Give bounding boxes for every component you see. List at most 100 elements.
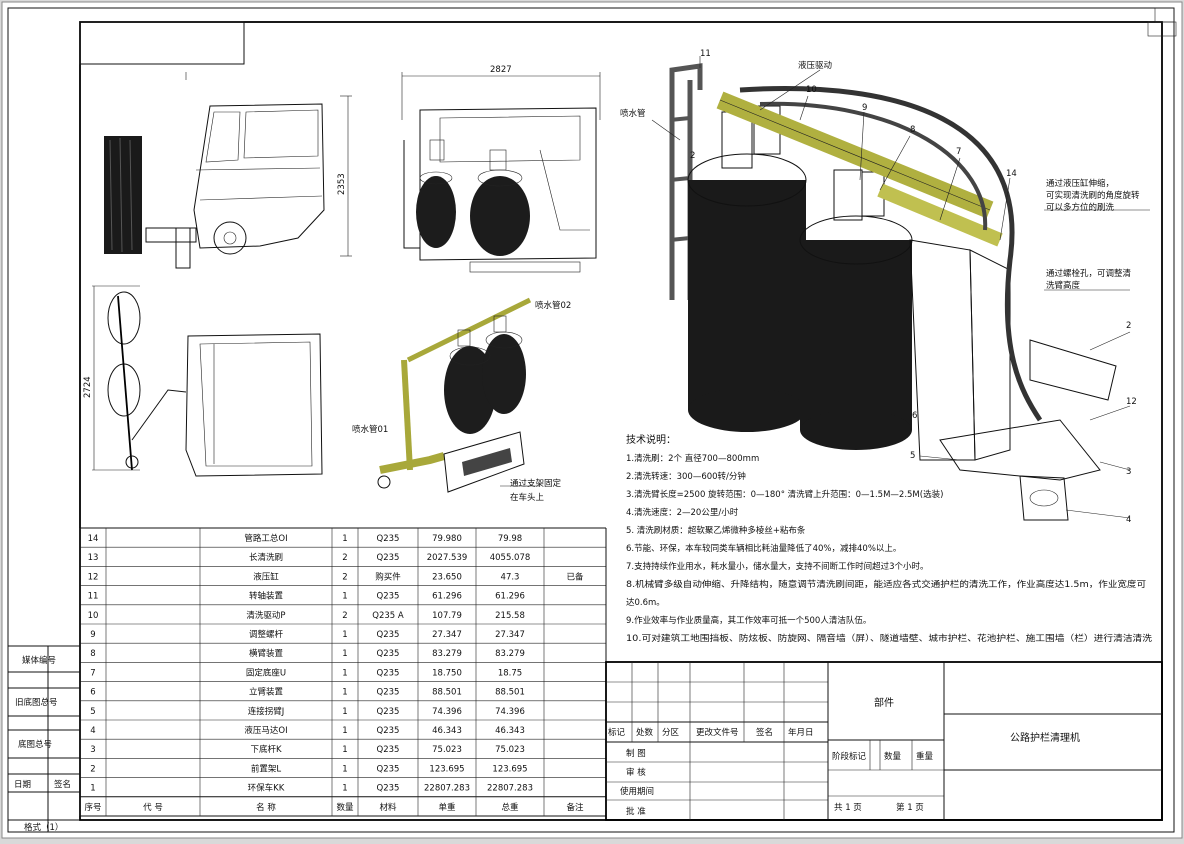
dim-2827: 2827 <box>490 65 512 75</box>
bom-cell: 1 <box>342 592 347 602</box>
bom-cell: 88.501 <box>432 688 462 698</box>
bom-cell: 1 <box>342 726 347 736</box>
bom-cell: 调整螺杆 <box>249 629 284 640</box>
rev-date: 年月日 <box>788 727 814 738</box>
bom-cell: Q235 <box>377 668 400 678</box>
bom-cell: 11 <box>88 592 99 602</box>
callout-hydraulic-drive: 液压驱动 <box>798 60 833 71</box>
sheet-total: 共 1 页 <box>834 803 862 813</box>
bom-cell: 1 <box>90 784 95 794</box>
callout-mount-line2: 在车头上 <box>510 492 545 503</box>
weight-label: 重量 <box>916 751 934 762</box>
bom-cell: 1 <box>342 707 347 717</box>
rev-mark: 标记 <box>608 727 626 738</box>
bom-cell: 2 <box>342 553 347 563</box>
bom-header-cell: 总重 <box>501 802 519 813</box>
bom-cell: Q235 <box>377 534 400 544</box>
bom-cell: 6 <box>90 688 95 698</box>
bom-cell: 75.023 <box>432 745 462 755</box>
tech-notes: 技术说明： 1.清洗刷：2个 直径700—800mm 2.清洗转速：300—60… <box>626 433 1153 644</box>
bom-cell: 79.980 <box>432 534 462 544</box>
bom-cell: 61.296 <box>495 592 525 602</box>
callout-spray-pipe: 喷水管 <box>620 108 646 119</box>
rotate-note-2: 可实现清洗刷的角度旋转 <box>1046 190 1140 201</box>
bom-cell: 18.75 <box>498 668 522 678</box>
side-old-total: 旧底图总号 <box>15 697 58 708</box>
num-4: 4 <box>1126 515 1131 525</box>
bolt-note-2: 洗臂高度 <box>1046 280 1081 291</box>
part-label: 部件 <box>874 696 894 709</box>
bom-cell: 27.347 <box>432 630 462 640</box>
bom-header-cell: 名 称 <box>256 802 276 813</box>
bom-cell: Q235 A <box>372 611 404 621</box>
bom-cell: Q235 <box>377 784 400 794</box>
bom-cell: 215.58 <box>495 611 525 621</box>
bom-cell: 连接拐臂J <box>248 706 285 717</box>
bom-cell: Q235 <box>377 688 400 698</box>
bom-header-cell: 材料 <box>379 802 397 813</box>
num-12: 12 <box>1126 397 1137 407</box>
bom-cell: 横臂装置 <box>249 648 284 659</box>
callout-mount-line1: 通过支架固定 <box>510 478 562 489</box>
bom-cell: 管路工总OI <box>244 533 287 544</box>
bom-cell: 22807.283 <box>487 784 533 794</box>
bom-cell: 转轴装置 <box>249 591 284 602</box>
bom-cell: 清洗驱动P <box>246 610 285 621</box>
bom-cell: 已备 <box>566 571 584 582</box>
num-6: 6 <box>912 411 917 421</box>
bom-cell: Q235 <box>377 726 400 736</box>
role-check: 审 核 <box>626 767 646 778</box>
bom-cell: 9 <box>90 630 95 640</box>
bom-header-cell: 数量 <box>336 802 354 813</box>
side-sign: 签名 <box>54 779 71 790</box>
side-date: 日期 <box>14 780 31 790</box>
bom-cell: 14 <box>88 534 99 544</box>
bom-cell: 27.347 <box>495 630 525 640</box>
bom-cell: 1 <box>342 649 347 659</box>
bom-cell: 12 <box>88 572 99 582</box>
tech-line-3: 3.清洗臂长度=2500 旋转范围：0—180° 清洗臂上升范围：0—1.5M—… <box>626 489 943 500</box>
role-period: 使用期间 <box>620 786 654 797</box>
role-approve: 批 准 <box>626 806 646 817</box>
num-7: 7 <box>956 147 961 157</box>
bom-cell: 10 <box>88 611 99 621</box>
num-10: 10 <box>806 85 817 95</box>
side-strip: 媒体编号 旧底图总号 底图总号 日期 签名 <box>8 645 80 832</box>
truck-top-view: 2724 <box>83 285 323 477</box>
side-media-no: 媒体编号 <box>22 655 56 666</box>
bom-cell: 1 <box>342 630 347 640</box>
bom-cell: 61.296 <box>432 592 462 602</box>
rev-zone: 分区 <box>662 728 680 738</box>
rotate-note-3: 可以多方位的刷洗 <box>1046 202 1115 213</box>
bom-cell: Q235 <box>377 630 400 640</box>
side-base-total: 底图总号 <box>18 739 52 750</box>
tech-line-8: 8.机械臂多级自动伸缩、升降结构，随意调节清洗刷间距，能适应各式交通护栏的清洗工… <box>626 579 1147 590</box>
truck-rear-view: 2827 <box>401 65 601 273</box>
rev-count: 处数 <box>636 727 654 738</box>
bom-cell: 123.695 <box>492 764 527 774</box>
small-iso-view <box>377 297 540 493</box>
bom-cell: 74.396 <box>495 707 525 717</box>
qty-label: 数量 <box>884 751 902 762</box>
num-11: 11 <box>700 49 711 59</box>
bom-cell: 固定底座U <box>246 667 286 678</box>
sheet-no: 第 1 页 <box>896 802 924 813</box>
tech-line-4: 4.清洗速度：2—20公里/小时 <box>626 507 739 518</box>
tech-line-7: 7.支持持续作业用水，耗水量小，储水量大，支持不间断工作时间超过3个小时。 <box>626 561 929 572</box>
bom-cell: 13 <box>88 553 99 563</box>
bom-header-cell: 单重 <box>438 802 456 813</box>
rev-sign: 签名 <box>756 727 773 738</box>
dim-2724: 2724 <box>83 376 93 398</box>
bom-header-cell: 代 号 <box>143 802 163 813</box>
tech-line-10: 10.可对建筑工地围挡板、防炫板、防旋网、隔音墙（屏）、隧道墙壁、城市护栏、花池… <box>626 633 1153 644</box>
bom-cell: 47.3 <box>501 572 520 582</box>
bom-cell: Q235 <box>377 553 400 563</box>
bom-cell: 1 <box>342 688 347 698</box>
bom-cell: 107.79 <box>432 611 462 621</box>
bom-cell: 88.501 <box>495 688 525 698</box>
bom-cell: 75.023 <box>495 745 525 755</box>
bom-cell: 3 <box>90 745 95 755</box>
bom-cell: 购买件 <box>375 571 401 582</box>
